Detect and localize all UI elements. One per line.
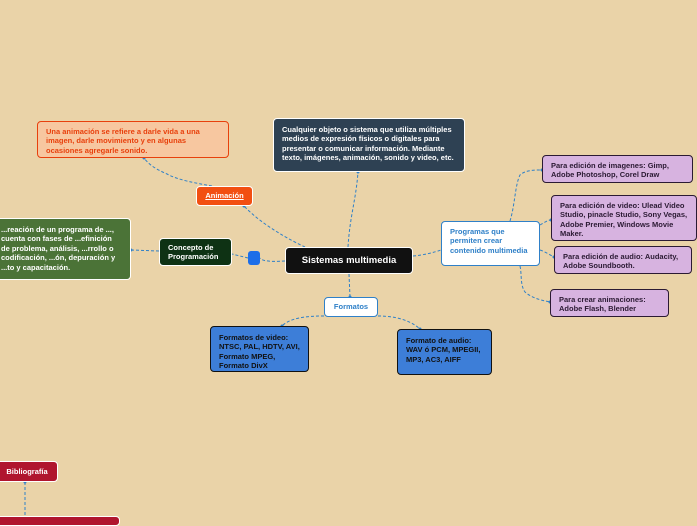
concepto-description-text: ...reación de un programa de ..., cuenta… xyxy=(1,225,116,272)
animacion-description-node[interactable]: Una animación se refiere a darle vida a … xyxy=(37,121,229,158)
programas-item-label: Para edición de video: Ulead Video Studi… xyxy=(560,201,688,239)
programas-label: Programas que permiten crear contenido m… xyxy=(450,227,528,255)
edge-programas-p2 xyxy=(539,219,552,226)
edge-central-concepto xyxy=(259,257,286,262)
video-formats-node[interactable]: Formatos de video: NTSC, PAL, HDTV, AVI,… xyxy=(210,326,309,372)
programas-node[interactable]: Programas que permiten crear contenido m… xyxy=(441,221,540,266)
bibliografia-label: Bibliografía xyxy=(6,466,48,476)
animacion-description-text: Una animación se refiere a darle vida a … xyxy=(46,127,200,155)
programas-item-label: Para crear animaciones: Adobe Flash, Ble… xyxy=(559,295,646,314)
edge-formatos-audio xyxy=(377,315,421,330)
edge-programas-p4 xyxy=(519,265,551,303)
edge-programas-p1 xyxy=(509,169,543,222)
animacion-node[interactable]: Animación xyxy=(196,186,253,206)
edge-central-programas xyxy=(412,249,442,257)
edge-animacion-desc xyxy=(143,157,213,187)
definition-node[interactable]: Cualquier objeto o sistema que utiliza m… xyxy=(273,118,465,172)
audio-formats-node[interactable]: Formato de audio: WAV ó PCM, MPEGII, MP3… xyxy=(397,329,492,375)
edge-concepto-desc xyxy=(130,249,160,252)
bibliografia-child-node[interactable] xyxy=(0,516,120,526)
animacion-label: Animación xyxy=(205,191,244,201)
programas-item-label: Para edición de audio: Audacity, Adobe S… xyxy=(563,252,679,271)
programas-item-audio[interactable]: Para edición de audio: Audacity, Adobe S… xyxy=(554,246,692,274)
central-topic[interactable]: Sistemas multimedia xyxy=(285,247,413,274)
edge-programas-p3 xyxy=(539,249,555,258)
audio-formats-text: Formato de audio: WAV ó PCM, MPEGII, MP3… xyxy=(406,336,481,364)
concepto-description-node[interactable]: ...reación de un programa de ..., cuenta… xyxy=(0,218,131,280)
programas-item-video[interactable]: Para edición de video: Ulead Video Studi… xyxy=(551,195,697,241)
formatos-node[interactable]: Formatos xyxy=(324,297,378,317)
edge-central-animacion xyxy=(243,205,306,248)
definition-text: Cualquier objeto o sistema que utiliza m… xyxy=(282,125,454,163)
concepto-node[interactable]: Concepto de Programación xyxy=(159,238,232,266)
central-topic-label: Sistemas multimedia xyxy=(301,254,397,266)
programas-item-imagenes[interactable]: Para edición de imagenes: Gimp, Adobe Ph… xyxy=(542,155,693,183)
programas-item-animaciones[interactable]: Para crear animaciones: Adobe Flash, Ble… xyxy=(550,289,669,317)
programas-item-label: Para edición de imagenes: Gimp, Adobe Ph… xyxy=(551,161,669,180)
edge-central-formatos xyxy=(348,273,351,298)
concepto-label: Concepto de Programación xyxy=(168,242,219,261)
edge-central-definition xyxy=(347,171,359,248)
video-formats-text: Formatos de video: NTSC, PAL, HDTV, AVI,… xyxy=(219,333,300,371)
edge-formatos-video xyxy=(281,315,325,327)
edge-handle-concepto xyxy=(231,253,249,259)
formatos-label: Formatos xyxy=(333,302,369,312)
collapse-handle[interactable] xyxy=(248,251,260,265)
bibliografia-node[interactable]: Bibliografía xyxy=(0,461,58,482)
